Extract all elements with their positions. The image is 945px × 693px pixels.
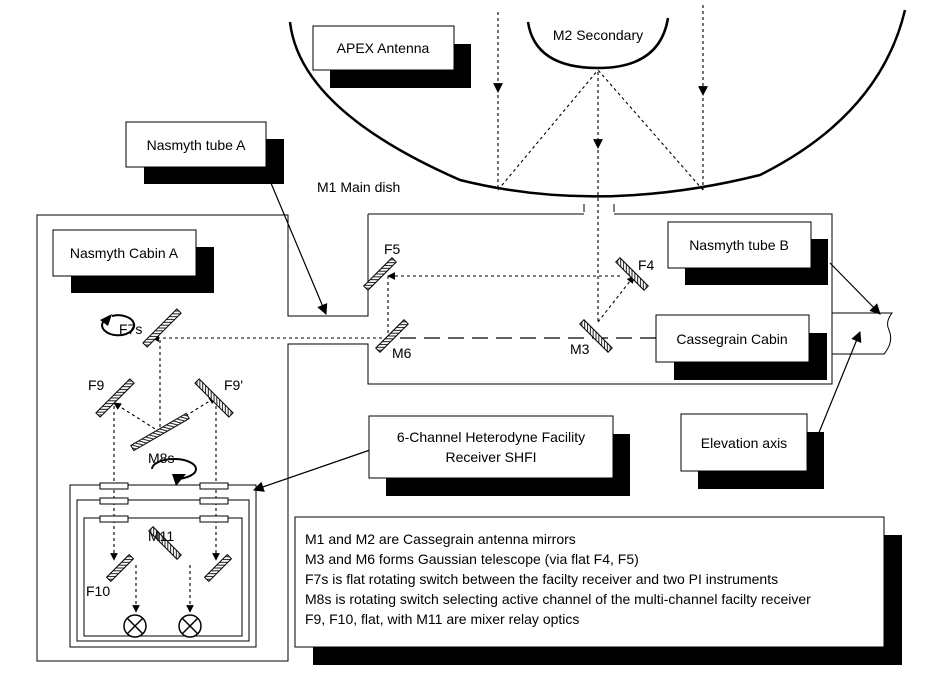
apex-antenna-label: APEX Antenna (337, 40, 430, 56)
legend-line-3: F7s is flat rotating switch between the … (305, 571, 778, 587)
m8s-label: M8s (148, 450, 174, 466)
ray-m1-m2-right (597, 69, 704, 191)
f10-label: F10 (86, 583, 110, 599)
cassegrain-cabin-box (655, 314, 810, 363)
f7s-rotation-icon (100, 314, 136, 337)
m2-secondary-label: M2 Secondary (553, 27, 643, 43)
elevation-axis-label: Elevation axis (701, 435, 787, 451)
nasmyth-tube-b-label: Nasmyth tube B (689, 237, 789, 253)
mirror-m8s (130, 412, 190, 452)
m1-main-dish-label: M1 Main dish (317, 179, 400, 195)
m8s-rotation-icon (151, 458, 197, 486)
mirror-f4 (615, 257, 649, 291)
m6-label: M6 (392, 345, 412, 361)
nasmyth-tube-a-label: Nasmyth tube A (147, 137, 246, 153)
mixer-icon-right (178, 614, 202, 638)
f4-label: F4 (638, 257, 655, 273)
apex-antenna-box (312, 25, 455, 71)
shfi-label-line1: 6-Channel Heterodyne Facility (397, 429, 585, 445)
mirror-m3 (579, 319, 613, 353)
leader-nasmyth-tube-a (267, 175, 328, 315)
nasmyth-cabin-a-label: Nasmyth Cabin A (70, 245, 179, 261)
f9p-label: F9' (224, 377, 243, 393)
legend-line-2: M3 and M6 forms Gaussian telescope (via … (305, 551, 639, 567)
mirror-f9 (95, 378, 135, 418)
m2-secondary-mirror (526, 17, 670, 70)
f7s-label: F7s (119, 321, 142, 337)
legend-line-1: M1 and M2 are Cassegrain antenna mirrors (305, 531, 576, 547)
cassegrain-cabin-label: Cassegrain Cabin (676, 331, 787, 347)
shfi-label-line2: Receiver SHFI (445, 449, 536, 465)
mirror-f5 (363, 257, 397, 291)
legend-box (294, 516, 885, 648)
mirror-f10-left (105, 553, 135, 583)
nasmyth-tube-a-box (125, 121, 267, 168)
f9-label: F9 (88, 377, 105, 393)
mirror-m11 (148, 526, 182, 560)
shfi-label-box (368, 415, 614, 479)
m3-label: M3 (570, 341, 590, 357)
leader-nasmyth-tube-b (829, 262, 881, 315)
ray-m1-m2-left (497, 69, 599, 191)
nasmyth-cabin-a-box (52, 229, 197, 277)
elevation-axis-box (680, 413, 808, 472)
shfi-receiver-box (69, 482, 257, 648)
mirror-f9p (194, 378, 234, 418)
mirror-f7s (142, 308, 182, 348)
leader-elevation-axis (817, 330, 862, 436)
legend-line-4: M8s is rotating switch selecting active … (305, 591, 811, 607)
ray-m8s-f9 (113, 402, 161, 433)
ray-m8s-f9p (159, 396, 217, 433)
ray-m3-f4 (597, 275, 635, 323)
mirror-f10-right (203, 553, 233, 583)
m1-main-dish (288, 9, 907, 198)
nasmyth-tube-b-box (667, 221, 812, 269)
cassegrain-cabin-outline (36, 204, 833, 662)
mirror-m6 (375, 319, 409, 353)
m11-label: M11 (148, 528, 174, 544)
leader-shfi (252, 449, 371, 492)
f5-label: F5 (384, 241, 401, 257)
elevation-tube (832, 312, 894, 355)
legend-line-5: F9, F10, flat, with M11 are mixer relay … (305, 611, 579, 627)
mixer-icon-left (123, 614, 147, 638)
